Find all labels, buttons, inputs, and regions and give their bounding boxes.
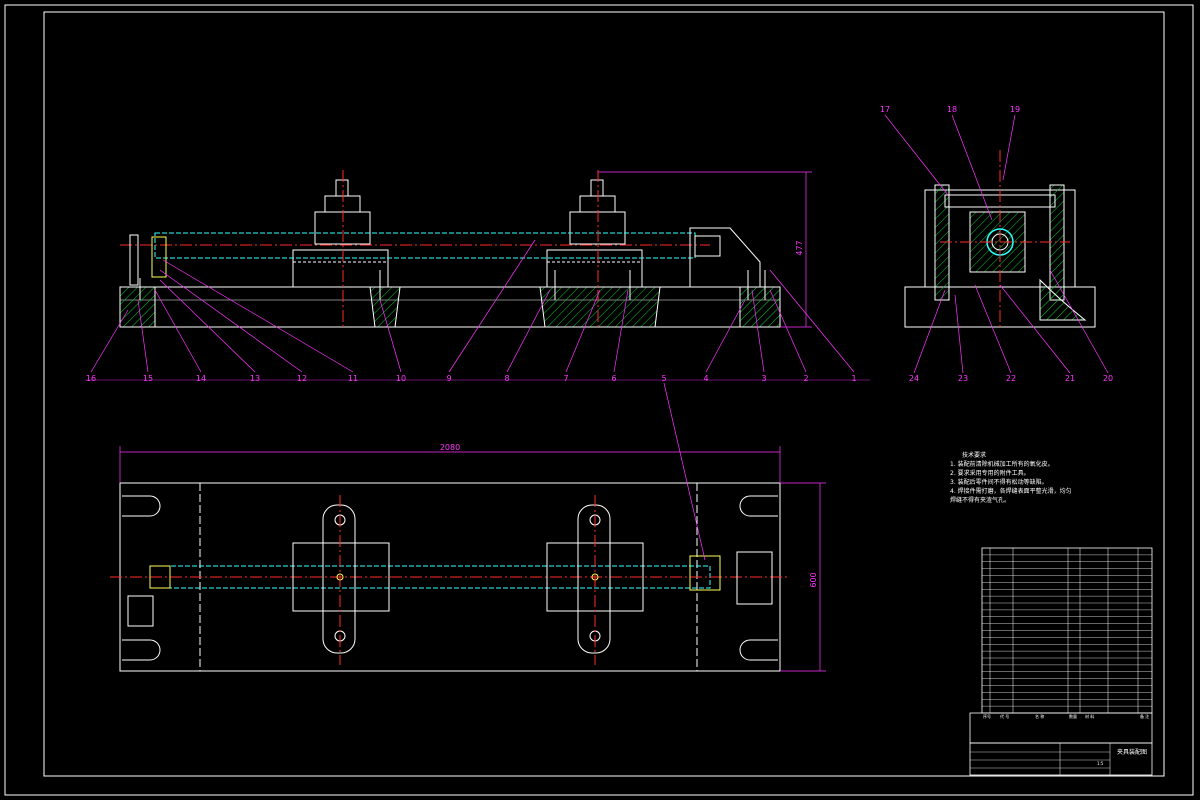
dim-height: 477 — [795, 240, 804, 255]
tech-req-line-3: 3. 装配后零件间不得有松动等缺陷。 — [950, 478, 1048, 486]
callout-1: 1 — [851, 374, 856, 383]
callout-9: 9 — [446, 374, 451, 383]
callout-23: 23 — [958, 374, 968, 383]
parts-list: 序号 代 号 名 称 数量 材 料 备 注 — [981, 547, 1153, 719]
dim-length: 2080 — [440, 443, 460, 452]
callout-4: 4 — [703, 374, 708, 383]
sheet-outer-frame — [4, 4, 1194, 796]
parts-header-name: 名 称 — [1035, 713, 1044, 719]
callout-5: 5 — [661, 374, 666, 383]
sheet-inner-frame — [43, 11, 1165, 777]
front-leaders — [85, 239, 870, 381]
callout-22: 22 — [1006, 374, 1016, 383]
parts-header-qty: 数量 — [1069, 713, 1077, 719]
callout-6: 6 — [611, 374, 616, 383]
plan-view: 2080 600 — [110, 382, 826, 672]
dim-width: 600 — [809, 572, 818, 587]
callout-13: 13 — [250, 374, 260, 383]
parts-header-no: 序号 — [983, 713, 991, 719]
parts-header-material: 材 料 — [1085, 713, 1094, 719]
callout-18: 18 — [947, 105, 957, 114]
callout-16: 16 — [86, 374, 96, 383]
front-view: 477 — [119, 170, 812, 330]
callout-14: 14 — [196, 374, 206, 383]
callout-2: 2 — [803, 374, 808, 383]
side-callout-labels: 17 18 19 24 23 22 21 20 — [880, 105, 1113, 383]
title-block: 夹具装配图 1:5 — [969, 712, 1153, 776]
side-view — [904, 150, 1096, 330]
callout-17: 17 — [880, 105, 890, 114]
drawing-name: 夹具装配图 — [1117, 748, 1147, 756]
tech-requirements: 技术要求 1. 装配前清除机械加工所有的氧化皮。 2. 要求采用专用的附件工具。… — [950, 451, 1072, 504]
side-leaders — [884, 114, 1109, 374]
callout-7: 7 — [563, 374, 568, 383]
callout-19: 19 — [1010, 105, 1020, 114]
front-callout-labels: 16 15 14 13 12 11 10 9 8 7 6 5 4 3 2 1 — [86, 374, 857, 383]
callout-21: 21 — [1065, 374, 1075, 383]
callout-8: 8 — [504, 374, 509, 383]
tech-req-title: 技术要求 — [962, 451, 986, 459]
tech-req-line-4: 4. 焊接件需打磨，各焊缝表面平整光滑，均匀 — [950, 487, 1072, 495]
tech-req-line-2: 2. 要求采用专用的附件工具。 — [950, 469, 1030, 477]
callout-12: 12 — [297, 374, 307, 383]
tech-req-line-5: 焊缝不得有夹渣气孔。 — [950, 496, 1010, 504]
callout-15: 15 — [143, 374, 153, 383]
tech-req-line-1: 1. 装配前清除机械加工所有的氧化皮。 — [950, 460, 1054, 468]
parts-header-remark: 备 注 — [1140, 713, 1149, 719]
parts-header-code: 代 号 — [1000, 713, 1009, 719]
callout-11: 11 — [348, 374, 358, 383]
callout-20: 20 — [1103, 374, 1113, 383]
callout-10: 10 — [396, 374, 406, 383]
callout-3: 3 — [761, 374, 766, 383]
callout-24: 24 — [909, 374, 919, 383]
drawing-scale: 1:5 — [1097, 761, 1104, 766]
